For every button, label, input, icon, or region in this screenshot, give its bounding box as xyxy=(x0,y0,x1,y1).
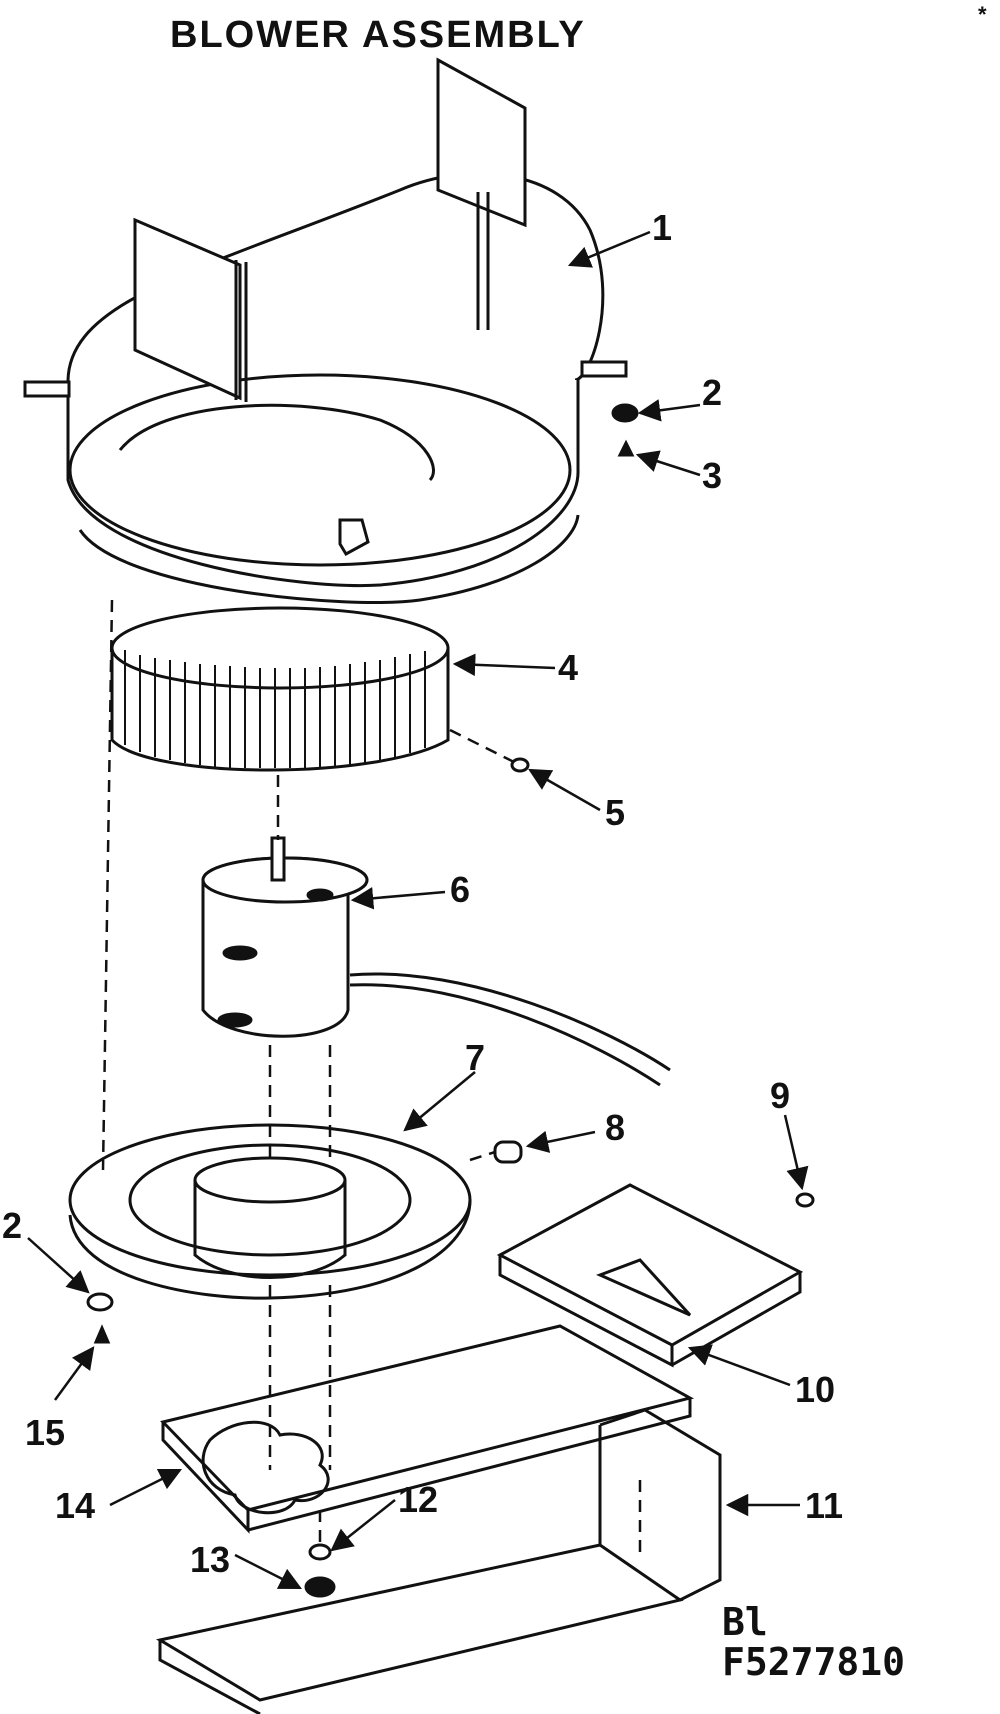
callout-2-top: 2 xyxy=(702,372,722,413)
screw-15 xyxy=(93,1324,111,1344)
callout-2-bottom: 2 xyxy=(2,1205,22,1246)
callout-12: 12 xyxy=(398,1479,438,1520)
blower-wheel xyxy=(110,606,450,772)
hardware xyxy=(86,403,815,1598)
callout-13: 13 xyxy=(190,1539,230,1580)
callout-15: 15 xyxy=(25,1412,65,1453)
nut-13 xyxy=(304,1576,336,1598)
callout-11: 11 xyxy=(805,1485,843,1526)
callout-8: 8 xyxy=(605,1107,625,1148)
callout-6: 6 xyxy=(450,869,470,910)
callout-7: 7 xyxy=(465,1037,485,1078)
callout-10: 10 xyxy=(795,1369,835,1410)
bottom-bracket xyxy=(155,1408,722,1714)
grommet-8 xyxy=(493,1140,523,1164)
part-code-line-1: Bl xyxy=(722,1600,768,1644)
callout-9: 9 xyxy=(770,1075,790,1116)
washer-2-top xyxy=(611,403,639,423)
part-code-line-2: F5277810 xyxy=(722,1640,906,1684)
corner-mark: * xyxy=(978,2,987,27)
blower-motor xyxy=(201,836,671,1087)
callout-5: 5 xyxy=(605,792,625,833)
part-code: Bl F5277810 xyxy=(722,1602,905,1682)
callout-3: 3 xyxy=(702,455,722,496)
screw-9 xyxy=(795,1192,815,1208)
washer-12 xyxy=(308,1543,332,1561)
callout-4: 4 xyxy=(558,647,578,688)
leader-arrows xyxy=(27,230,809,1590)
tray xyxy=(496,1183,804,1368)
screw-3 xyxy=(617,439,635,457)
setscrew-5 xyxy=(510,757,530,773)
washer-2-bottom xyxy=(86,1292,114,1312)
page-title: BLOWER ASSEMBLY xyxy=(170,14,586,56)
alignment-lines xyxy=(101,599,642,1560)
mounting-plate xyxy=(160,1324,695,1534)
blower-housing xyxy=(23,57,628,604)
callout-14: 14 xyxy=(55,1485,95,1526)
callout-1: 1 xyxy=(652,207,672,248)
